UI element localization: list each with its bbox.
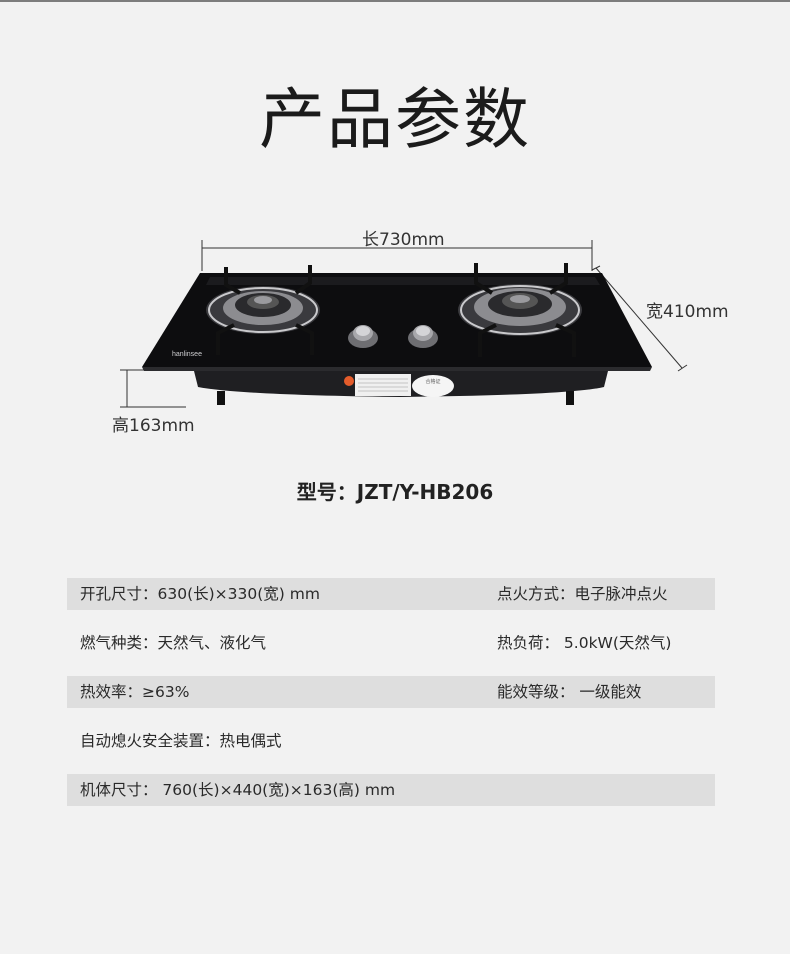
spec-gas-type: 燃气种类：天然气、液化气: [80, 634, 267, 652]
spec-row: 自动熄火安全装置：热电偶式: [67, 725, 715, 757]
spec-body-size: 机体尺寸： 760(长)×440(宽)×163(高) mm: [80, 781, 396, 799]
spec-cutout-size: 开孔尺寸：630(长)×330(宽) mm: [80, 585, 320, 603]
certificate-text: 合格证: [425, 378, 440, 385]
spec-table: 开孔尺寸：630(长)×330(宽) mm 点火方式：电子脉冲点火 燃气种类：天…: [67, 578, 715, 823]
left-burner: [206, 265, 320, 355]
right-foot: [566, 391, 574, 405]
spec-sticker: [355, 374, 411, 396]
width-label: 宽410mm: [646, 302, 729, 322]
page-title: 产品参数: [259, 81, 531, 158]
top-divider: [0, 0, 790, 2]
width-dimension-line: [591, 265, 688, 372]
brand-logo: hanlinsee: [172, 351, 202, 358]
right-burner: [458, 263, 582, 357]
spec-ignition: 点火方式：电子脉冲点火: [497, 585, 668, 603]
certificate-sticker: [412, 375, 454, 397]
spec-heat-load: 热负荷： 5.0kW(天然气): [497, 634, 672, 652]
warning-sticker: [344, 376, 354, 386]
spec-energy-grade: 能效等级： 一级能效: [497, 683, 642, 701]
height-label: 高163mm: [112, 416, 195, 436]
left-foot: [217, 391, 225, 405]
spec-row: 开孔尺寸：630(长)×330(宽) mm 点火方式：电子脉冲点火: [67, 578, 715, 610]
gas-stove-illustration: hanlinsee 合格证: [120, 240, 688, 408]
model-number: 型号：JZT/Y-HB206: [296, 480, 494, 504]
right-knob: [408, 325, 438, 348]
height-dimension-line: [120, 369, 186, 408]
length-dimension-line: [201, 240, 593, 271]
spec-safety-device: 自动熄火安全装置：热电偶式: [80, 732, 282, 750]
spec-row: 机体尺寸： 760(长)×440(宽)×163(高) mm: [67, 774, 715, 806]
product-diagram: hanlinsee 合格证 长730mm 宽410mm 高163mm: [100, 215, 760, 445]
spec-efficiency: 热效率：≥63%: [80, 683, 190, 701]
left-knob: [348, 325, 378, 348]
spec-row: 燃气种类：天然气、液化气 热负荷： 5.0kW(天然气): [67, 627, 715, 659]
length-label: 长730mm: [362, 230, 445, 250]
spec-row: 热效率：≥63% 能效等级： 一级能效: [67, 676, 715, 708]
